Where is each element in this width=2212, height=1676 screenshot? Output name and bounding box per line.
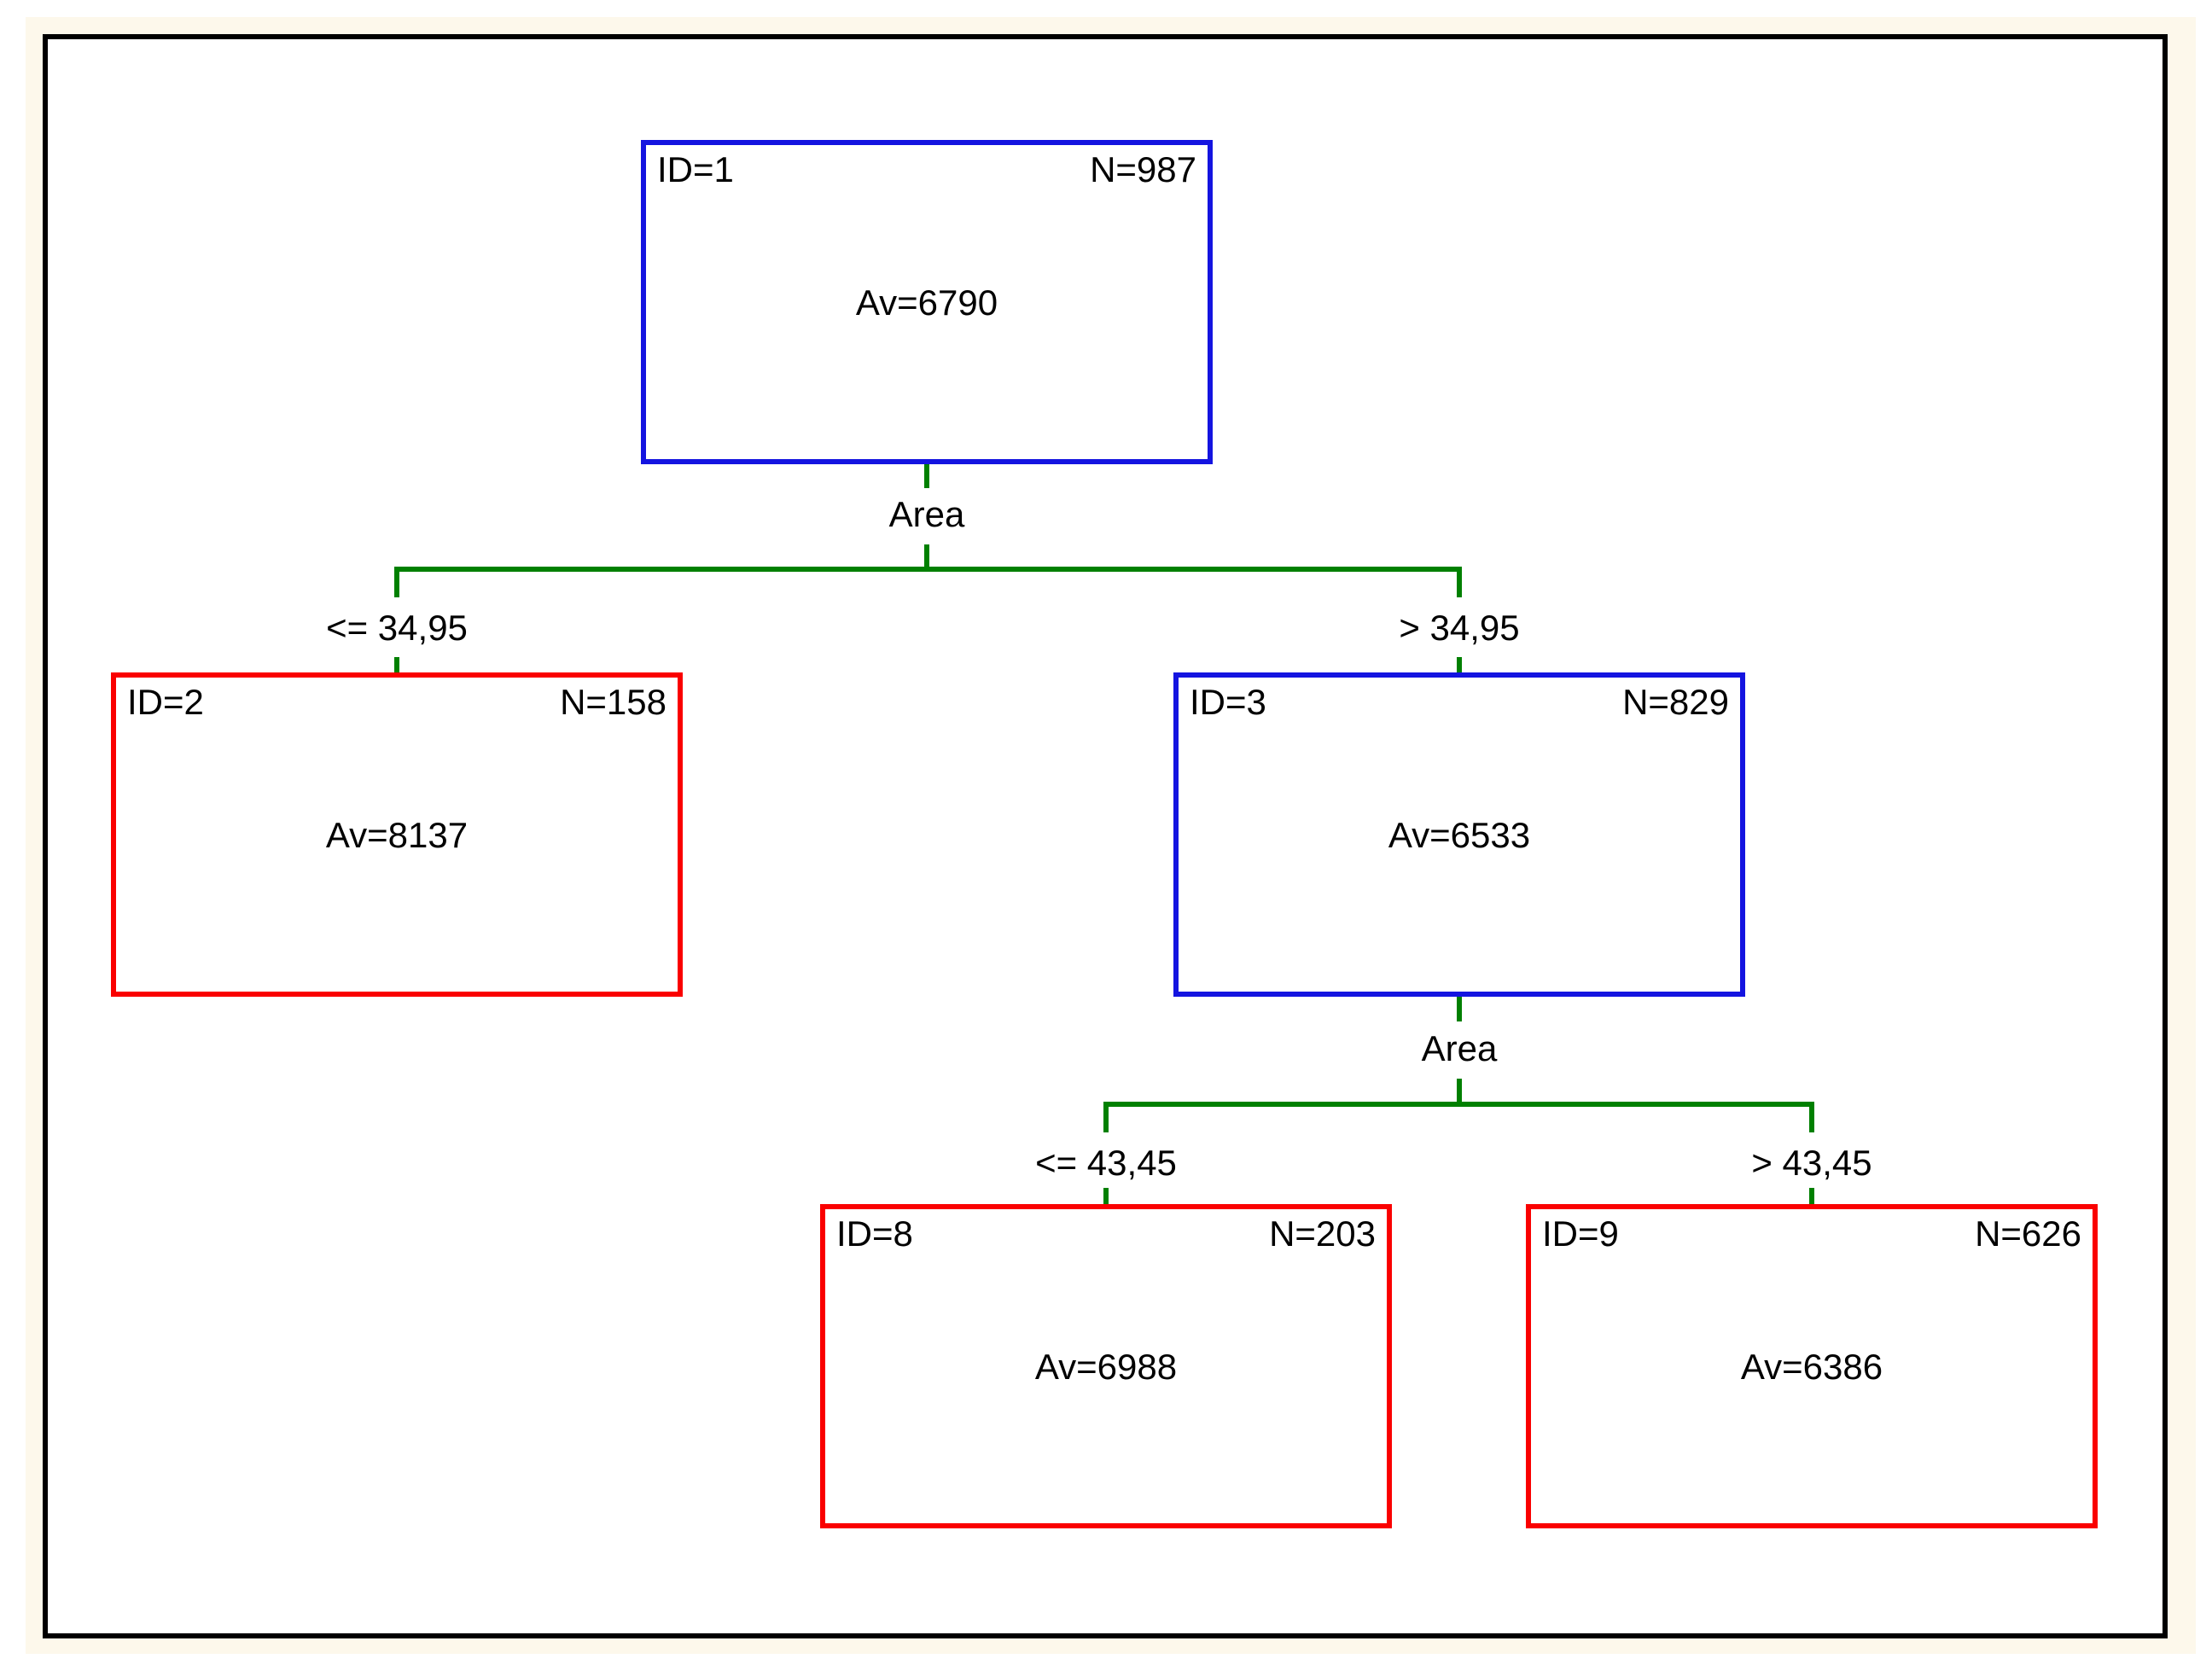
split-1-connectors: Area <= 34,95 > 34,95 xyxy=(326,462,1520,677)
node-8-id-label: ID=8 xyxy=(836,1213,913,1254)
node-1-box xyxy=(641,140,1213,464)
tree-node-1: ID=1 N=987 Av=6790 xyxy=(641,140,1213,464)
split-2-variable-label: Area xyxy=(1422,1028,1498,1068)
node-8-average-label: Av=6988 xyxy=(1035,1347,1177,1387)
node-3-box xyxy=(1173,672,1745,997)
split-1-variable-label: Area xyxy=(889,494,965,534)
node-9-n-label: N=626 xyxy=(1975,1213,2081,1254)
node-1-n-label: N=987 xyxy=(1090,149,1196,189)
node-1-id-label: ID=1 xyxy=(657,149,734,189)
node-8-box xyxy=(820,1204,1392,1528)
node-2-box xyxy=(111,672,683,997)
tree-node-3: ID=3 N=829 Av=6533 xyxy=(1173,672,1745,997)
split-1-left-branch-label: <= 34,95 xyxy=(326,608,468,648)
tree-node-8: ID=8 N=203 Av=6988 xyxy=(820,1204,1392,1528)
node-1-average-label: Av=6790 xyxy=(856,282,998,323)
node-9-box xyxy=(1526,1204,2098,1528)
node-2-average-label: Av=8137 xyxy=(326,815,468,855)
split-2-right-branch-label: > 43,45 xyxy=(1751,1143,1871,1183)
node-9-average-label: Av=6386 xyxy=(1741,1347,1883,1387)
node-9-id-label: ID=9 xyxy=(1542,1213,1619,1254)
node-8-n-label: N=203 xyxy=(1269,1213,1376,1254)
node-3-id-label: ID=3 xyxy=(1190,682,1266,722)
split-1-right-branch-label: > 34,95 xyxy=(1399,608,1519,648)
split-2-connectors: Area <= 43,45 > 43,45 xyxy=(1035,994,1872,1208)
tree-node-2: ID=2 N=158 Av=8137 xyxy=(111,672,683,997)
node-2-id-label: ID=2 xyxy=(127,682,204,722)
split-2-left-branch-label: <= 43,45 xyxy=(1035,1143,1177,1183)
node-3-n-label: N=829 xyxy=(1622,682,1729,722)
node-3-average-label: Av=6533 xyxy=(1388,815,1530,855)
tree-node-9: ID=9 N=626 Av=6386 xyxy=(1526,1204,2098,1528)
node-2-n-label: N=158 xyxy=(560,682,667,722)
